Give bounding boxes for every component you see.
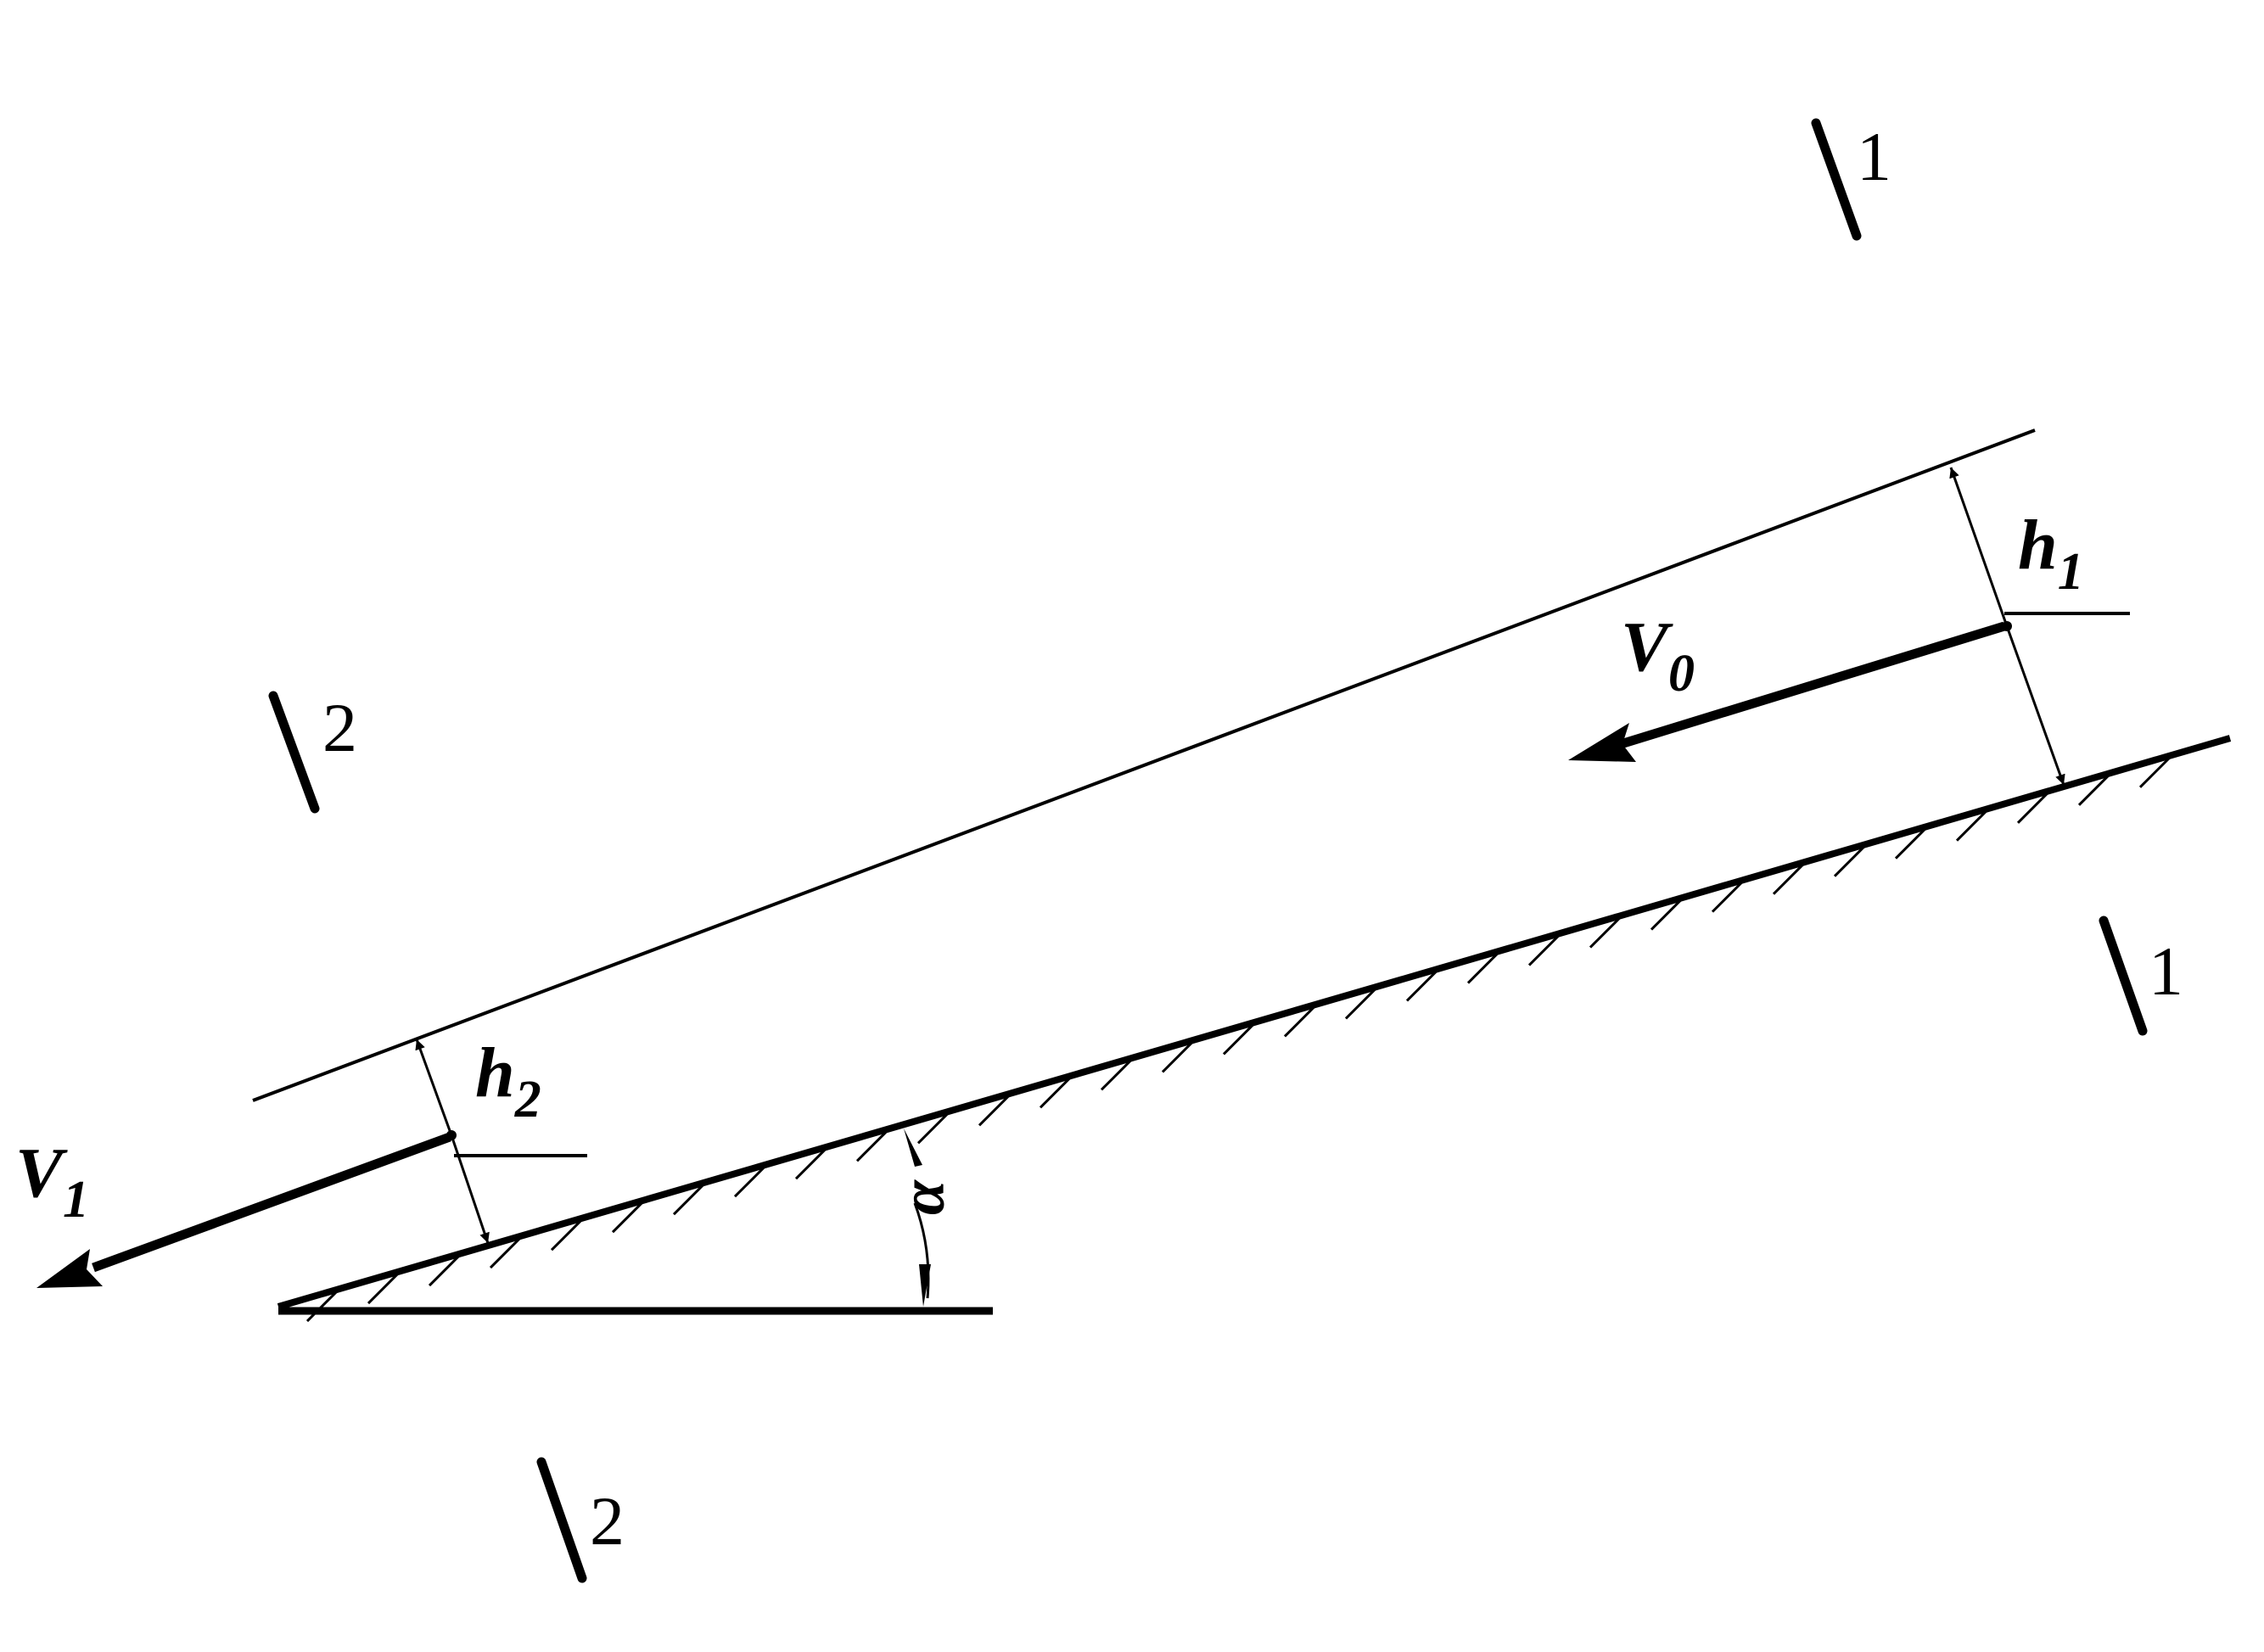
section-label-1-lower: 1 [2149, 932, 2183, 1010]
hatch-mark [489, 1235, 524, 1269]
hatch-mark [2138, 753, 2174, 788]
hatch-mark [1100, 1056, 1135, 1091]
hatch-mark [2077, 771, 2113, 806]
hatch-mark [1711, 878, 1746, 913]
hatch-mark [1650, 896, 1685, 931]
hatch-mark [1833, 843, 1869, 877]
hatch-mark [1161, 1039, 1196, 1073]
label-h1: h1 [2018, 506, 2084, 601]
bed-hatching [305, 753, 2174, 1323]
hatch-mark [1589, 914, 1624, 949]
hatch-mark [978, 1092, 1013, 1127]
water-surface-line [252, 428, 2036, 1102]
section-label-2-upper: 2 [322, 689, 357, 766]
hatch-mark [1222, 1021, 1258, 1056]
hatch-mark [428, 1252, 463, 1287]
label-alpha: α [888, 1179, 958, 1215]
section-1-upper-mark [1811, 118, 1862, 241]
label-v1: V1 [15, 1134, 89, 1229]
hatch-mark [611, 1199, 647, 1234]
hatch-mark [855, 1128, 891, 1162]
hatch-mark [550, 1217, 586, 1252]
hatch-mark [305, 1287, 341, 1323]
hatch-mark [1466, 949, 1502, 984]
hatch-mark [1772, 860, 1807, 895]
depth-h1-dimension [1949, 467, 2130, 786]
hatch-mark [733, 1163, 769, 1198]
section-label-1-upper: 1 [1857, 118, 1891, 195]
section-2-lower-mark [536, 1457, 587, 1583]
section-2-upper-mark [268, 691, 320, 814]
hatch-mark [916, 1110, 952, 1145]
depth-h2-dimension [415, 1039, 587, 1244]
velocity-v1-arrow [36, 1132, 451, 1288]
hatch-mark [2016, 789, 2052, 824]
hatch-mark [794, 1145, 830, 1180]
hatch-mark [367, 1269, 402, 1305]
hatch-mark [1283, 1003, 1319, 1038]
hatch-mark [1955, 807, 1991, 842]
hatch-mark [1527, 932, 1563, 966]
hatch-mark [1405, 967, 1441, 1002]
hatch-mark [1894, 825, 1930, 860]
velocity-v0-arrow [1568, 621, 2006, 762]
hatch-mark [672, 1181, 708, 1216]
label-h2: h2 [475, 1033, 541, 1128]
label-v0: V0 [1621, 608, 1695, 703]
hatch-mark [1344, 985, 1380, 1020]
hatch-mark [1039, 1074, 1074, 1109]
angle-alpha-arc [904, 1128, 931, 1307]
section-label-2-lower: 2 [590, 1482, 625, 1560]
section-1-lower-mark [2099, 916, 2148, 1036]
